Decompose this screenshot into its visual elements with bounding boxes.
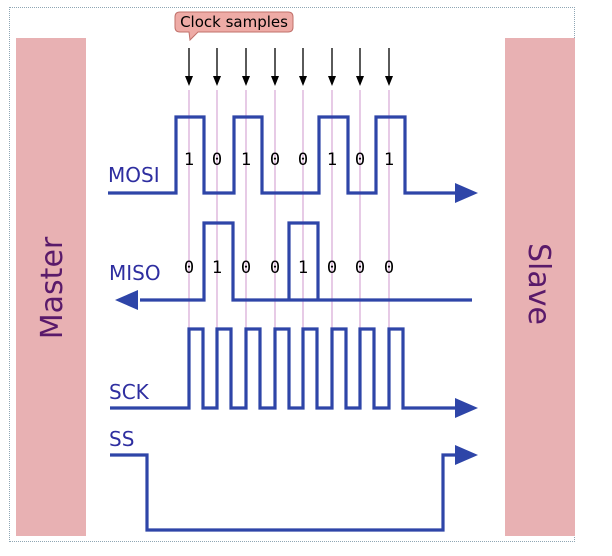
mosi-bit: 1 <box>184 150 194 170</box>
down-arrow-head <box>328 76 336 86</box>
mosi-bit: 1 <box>384 150 394 170</box>
ss-signal <box>110 445 478 532</box>
master-label: Master <box>35 236 70 339</box>
miso-bit: 0 <box>270 258 280 278</box>
miso-bit: 1 <box>298 258 308 278</box>
down-arrow-head <box>356 76 364 86</box>
miso-bit: 1 <box>212 258 222 278</box>
mosi-bit: 0 <box>298 150 308 170</box>
down-arrow-head <box>242 76 250 86</box>
down-arrow-head <box>271 76 279 86</box>
mosi-bit: 1 <box>327 150 337 170</box>
sck-signal <box>110 327 478 418</box>
miso-bit: 0 <box>355 258 365 278</box>
slave-label: Slave <box>521 243 556 325</box>
miso-label: MISO <box>109 261 161 285</box>
miso-bit: 0 <box>327 258 337 278</box>
mosi-signal <box>108 115 478 203</box>
sck-label: SCK <box>109 380 150 404</box>
clock-sample-arrows <box>185 48 393 86</box>
callout-text: Clock samples <box>180 13 288 31</box>
mosi-label: MOSI <box>108 163 160 187</box>
down-arrow-head <box>185 76 193 86</box>
mosi-bit: 1 <box>241 150 251 170</box>
master-panel <box>16 38 86 536</box>
down-arrow-head <box>299 76 307 86</box>
miso-bit: 0 <box>384 258 394 278</box>
clock-samples-callout: Clock samples <box>174 11 294 42</box>
ss-label: SS <box>109 427 134 451</box>
slave-panel <box>505 38 575 536</box>
down-arrow-head <box>213 76 221 86</box>
miso-bit: 0 <box>241 258 251 278</box>
mosi-bit: 0 <box>212 150 222 170</box>
mosi-bit: 0 <box>270 150 280 170</box>
miso-signal <box>115 221 472 310</box>
miso-bit: 0 <box>184 258 194 278</box>
mosi-bit: 0 <box>355 150 365 170</box>
down-arrow-head <box>385 76 393 86</box>
